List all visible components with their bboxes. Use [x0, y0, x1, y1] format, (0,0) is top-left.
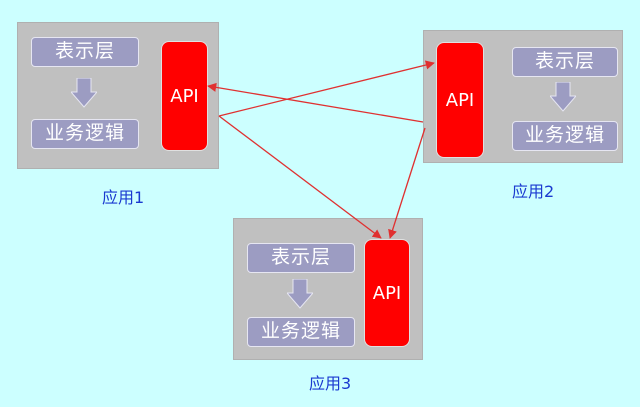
app3-business-logic-layer: 业务逻辑 [247, 317, 355, 347]
connector-app1-to-app3 [218, 115, 382, 239]
app1-label: 应用1 [102, 188, 145, 207]
app3-down-arrow-icon [287, 279, 313, 309]
app2-presentation-layer: 表示层 [512, 47, 618, 77]
app3-label: 应用3 [309, 374, 352, 393]
connector-app2-to-app3 [388, 127, 426, 239]
app2-api-box: API [436, 42, 484, 158]
app2-down-arrow-icon [550, 82, 576, 112]
app2-container: 表示层 业务逻辑 API [423, 30, 623, 163]
app1-business-logic-layer: 业务逻辑 [31, 119, 139, 149]
app2-business-logic-layer: 业务逻辑 [512, 121, 618, 151]
app2-label: 应用2 [512, 182, 555, 201]
connector-app2-to-app1 [207, 82, 424, 123]
app3-presentation-layer: 表示层 [247, 243, 355, 273]
app3-api-box: API [364, 239, 410, 347]
app1-api-box: API [161, 41, 208, 151]
app3-container: 表示层 业务逻辑 API [233, 218, 423, 360]
app1-presentation-layer: 表示层 [31, 37, 139, 67]
app1-down-arrow-icon [71, 78, 97, 108]
app1-container: 表示层 业务逻辑 API [17, 22, 219, 169]
connector-app1-to-app2 [218, 60, 435, 117]
